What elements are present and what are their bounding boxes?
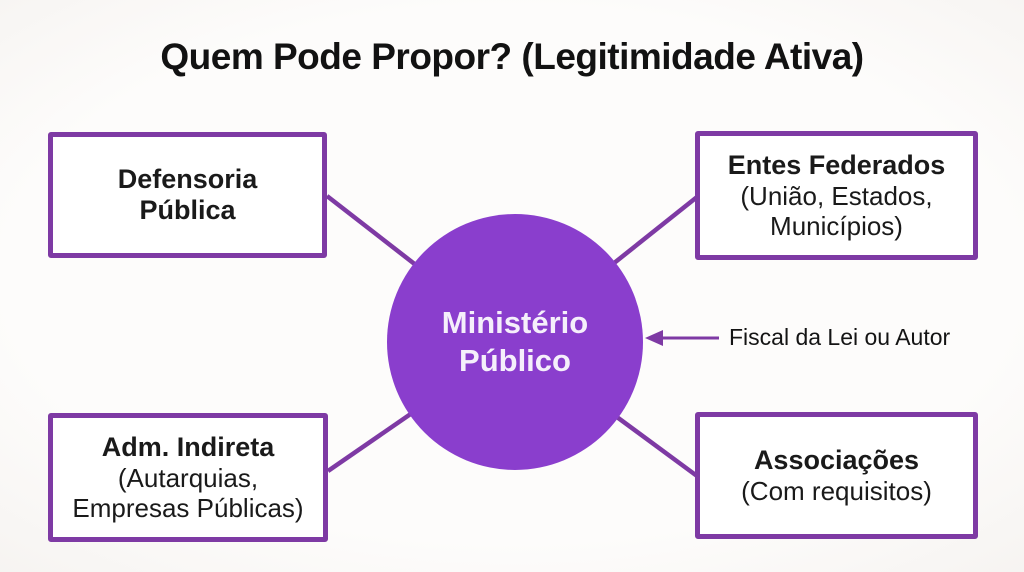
- annotation-arrowhead-icon: [645, 330, 663, 346]
- page-title: Quem Pode Propor? (Legitimidade Ativa): [160, 36, 864, 77]
- node-associacoes-label: Associações: [753, 444, 920, 475]
- node-associacoes-sublabel: (Com requisitos): [741, 476, 932, 507]
- node-adm-indireta-sublabel: (Autarquias, Empresas Públicas): [72, 463, 304, 524]
- node-ministerio-publico: Ministério Público: [387, 214, 643, 470]
- node-entes-federados-label: Entes Federados: [727, 149, 946, 180]
- node-associacoes: Associações (Com requisitos): [695, 412, 978, 539]
- node-adm-indireta: Adm. Indireta (Autarquias, Empresas Públ…: [48, 413, 328, 542]
- node-entes-federados: Entes Federados (União, Estados, Municíp…: [695, 131, 978, 260]
- node-defensoria-publica: Defensoria Pública: [48, 132, 327, 258]
- annotation-arrow: [645, 330, 719, 346]
- node-defensoria-publica-label: Defensoria Pública: [117, 163, 258, 225]
- node-entes-federados-sublabel: (União, Estados, Municípios): [740, 181, 933, 242]
- annotation-label: Fiscal da Lei ou Autor: [729, 324, 951, 350]
- node-ministerio-publico-label: Ministério Público: [441, 305, 589, 378]
- node-adm-indireta-label: Adm. Indireta: [101, 431, 275, 462]
